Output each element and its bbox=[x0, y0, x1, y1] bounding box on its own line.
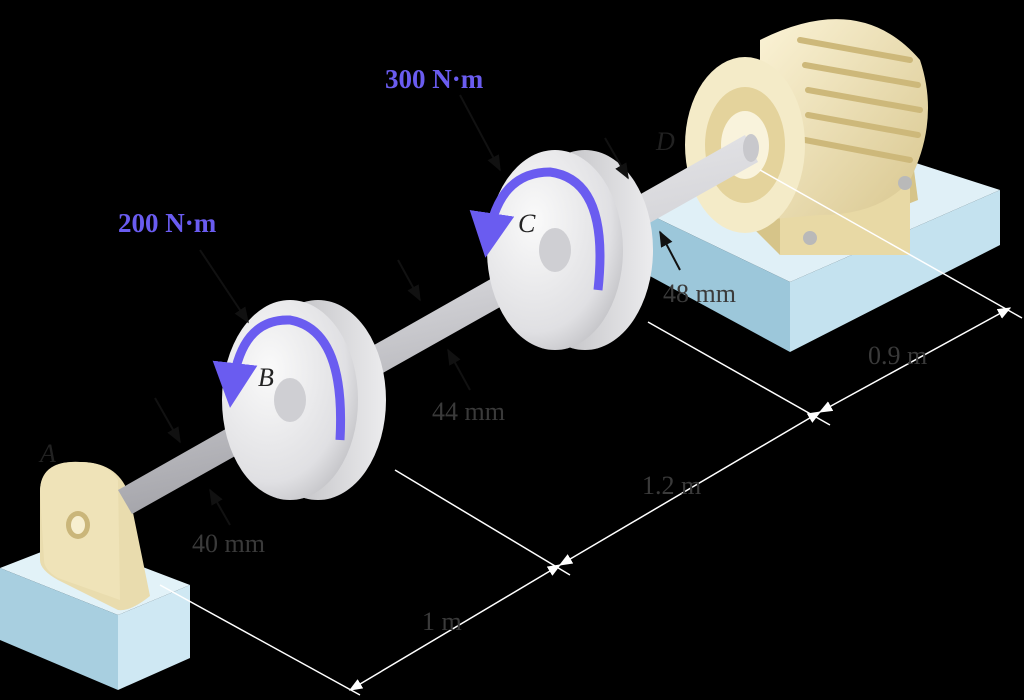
shaft bbox=[118, 134, 759, 514]
bearing-a bbox=[40, 461, 150, 611]
disk-c bbox=[469, 150, 653, 350]
torque-arrow-b bbox=[212, 315, 346, 441]
length-label-bc: 1.2 m bbox=[642, 471, 701, 500]
diameter-label-bc: 44 mm bbox=[432, 397, 505, 426]
point-label-a: A bbox=[38, 439, 56, 468]
diameter-label-cd: 48 mm bbox=[663, 279, 736, 308]
torque-label-c: 300 N·m bbox=[385, 64, 484, 94]
disk-b bbox=[212, 300, 386, 500]
diameter-label-ab: 40 mm bbox=[192, 529, 265, 558]
point-label-b: B bbox=[258, 363, 274, 392]
motor-d bbox=[685, 19, 928, 255]
torque-arrow-c bbox=[469, 167, 605, 291]
length-label-ab: 1 m bbox=[422, 607, 462, 636]
point-label-c: C bbox=[518, 209, 536, 238]
diameter-arrows bbox=[154, 94, 681, 526]
torque-label-b: 200 N·m bbox=[118, 208, 217, 238]
point-label-d: D bbox=[655, 127, 675, 156]
dimension-lines bbox=[159, 169, 1023, 696]
length-label-cd: 0.9 m bbox=[868, 341, 927, 370]
